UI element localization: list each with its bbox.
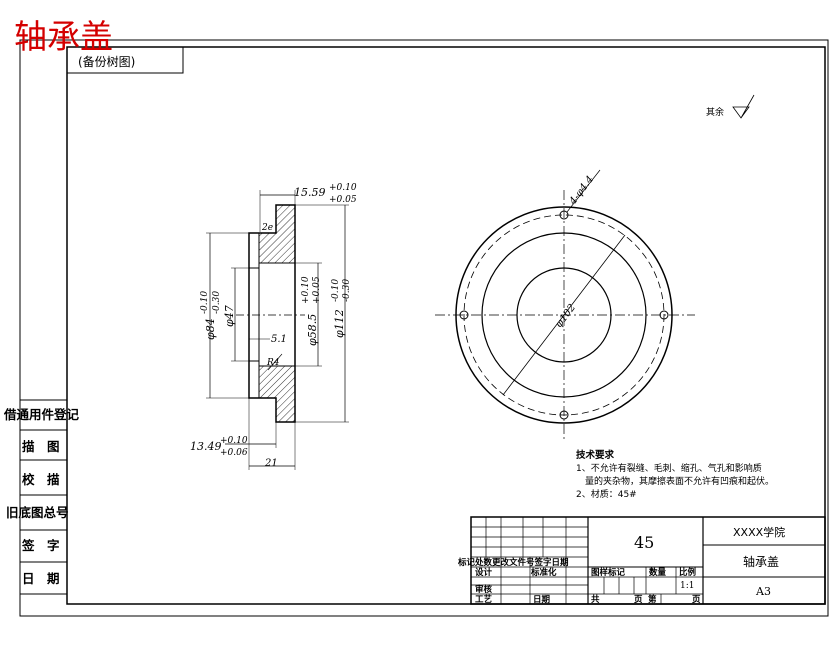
change-row-label: 标记处数更改文件号签字日期 [457,557,569,568]
material-value: 45 [634,533,654,552]
dim-bottom-tol-lower: +0.06 [220,448,248,458]
ref-view-label: (备份树图) [78,54,135,69]
dim-dia112: φ112 [333,309,346,338]
title-block [470,516,826,605]
surface-note: 其余 [706,94,755,119]
dim-top-tol-lower: +0.05 [329,195,357,205]
label-total: 共 [591,594,600,605]
label-date: 日期 [533,594,551,605]
tech-requirements: 技术要求 1、不允许有裂缝、毛刺、缩孔、气孔和影响质 量的夹杂物，其摩擦表面不允… [576,449,774,500]
dim-dia112-tol-upper: -0.10 [331,279,341,302]
tech-req-line-2: 量的夹杂物，其摩擦表面不允许有凹痕和起伏。 [576,475,774,487]
section-view: 15.59 +0.10 +0.05 φ84 -0.10 -0.30 φ47 5.… [190,183,357,470]
tech-req-title: 技术要求 [576,449,615,461]
dim-dia84-tol-lower: -0.30 [212,291,222,314]
tech-req-line-1: 1、不允许有裂缝、毛刺、缩孔、气孔和影响质 [576,462,762,474]
school-name: XXXX学院 [733,525,785,539]
side-item-old-no: 旧底图总号 [6,505,69,520]
ref-view-box [66,46,184,74]
circular-view: φ102 4-φ4.4 [435,169,695,440]
side-item-date: 日 期 [22,571,60,586]
label-process: 工艺 [475,594,493,605]
side-item-check: 校 描 [22,472,60,487]
side-item-sign: 签 字 [21,538,60,553]
label-scale: 比例 [679,567,697,578]
label-sheet: 第 [648,594,657,605]
side-item-trace: 描 图 [22,439,60,454]
label-pcd: φ102 [554,302,578,329]
dim-dia58: φ58.5 [306,314,319,346]
dim-dia84-tol-upper: -0.10 [200,291,210,314]
label-review: 审核 [475,584,493,595]
dim-r2: 2e [261,223,273,233]
dim-bottom-tol-upper: +0.10 [220,436,248,446]
inner-frame [66,46,826,605]
dim-top-tol-upper: +0.10 [329,183,357,193]
label-stage-mark: 图样标记 [591,567,626,578]
dim-top-width: 15.59 [294,186,326,199]
label-design: 设计 [475,567,493,578]
tech-req-line-3: 2、材质：45# [576,488,637,500]
label-page-1: 页 [634,595,643,605]
dim-depth: 5.1 [271,334,287,345]
dim-bottom-width: 13.49 [190,440,222,453]
side-panel: 借通用件登记 描 图 校 描 旧底图总号 签 字 日 期 [3,399,80,595]
label-standardize: 标准化 [530,567,557,578]
label-holes: 4-φ4.4 [567,174,596,207]
dim-r4: R4 [266,358,280,368]
sheet-size: A3 [755,585,771,598]
side-item-borrow: 借通用件登记 [3,407,80,422]
dim-dia84: φ84 [204,318,217,340]
drawing-title: 轴承盖 [14,17,113,56]
part-name: 轴承盖 [743,554,779,569]
dim-dia112-tol-lower: -0.30 [342,279,352,302]
dim-dia58-tol-lower: +0.05 [312,276,322,304]
dim-dia47: φ47 [223,305,236,327]
surface-note-label: 其余 [706,106,724,118]
label-weight: 数量 [649,567,667,578]
title-block-text: 45 XXXX学院 轴承盖 A3 1:1 标记处数更改文件号签字日期 设计 标准… [457,525,785,605]
scale-value: 1:1 [680,581,694,591]
outer-border [19,39,829,617]
dim-dia58-tol-upper: +0.10 [301,276,311,304]
dim-base-width: 21 [264,458,278,469]
label-page-2: 页 [692,595,701,605]
